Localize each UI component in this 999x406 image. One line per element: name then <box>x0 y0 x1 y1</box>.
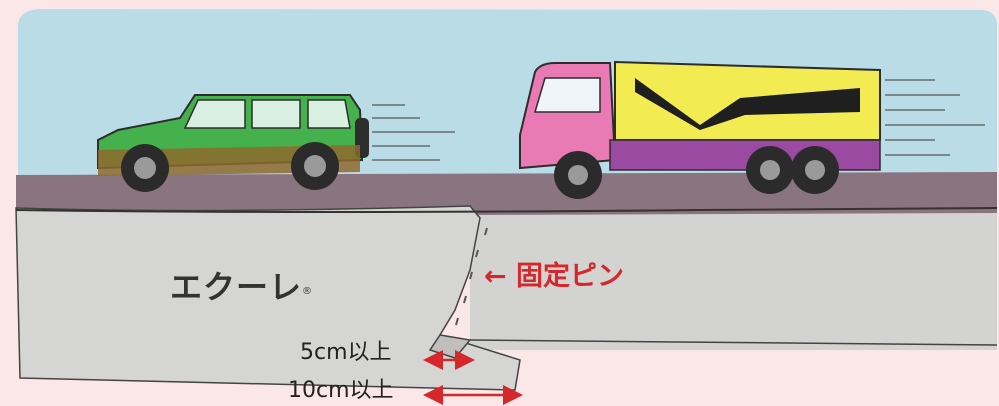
offset-label: 10cm以上 <box>288 378 394 403</box>
pin-label: ← 固定ピン <box>484 261 625 292</box>
sheet-right-bottom-edge <box>469 339 998 346</box>
overlap-label: 5cm以上 <box>300 340 392 365</box>
tanker-truck-icon <box>519 60 985 199</box>
road-edge-line <box>15 207 998 213</box>
upper-sheet-left <box>15 205 521 391</box>
pin-icon <box>455 227 488 326</box>
lower-sheet-right <box>470 213 997 350</box>
product-name: エクーレ® <box>170 268 314 306</box>
suv-icon <box>97 94 455 192</box>
